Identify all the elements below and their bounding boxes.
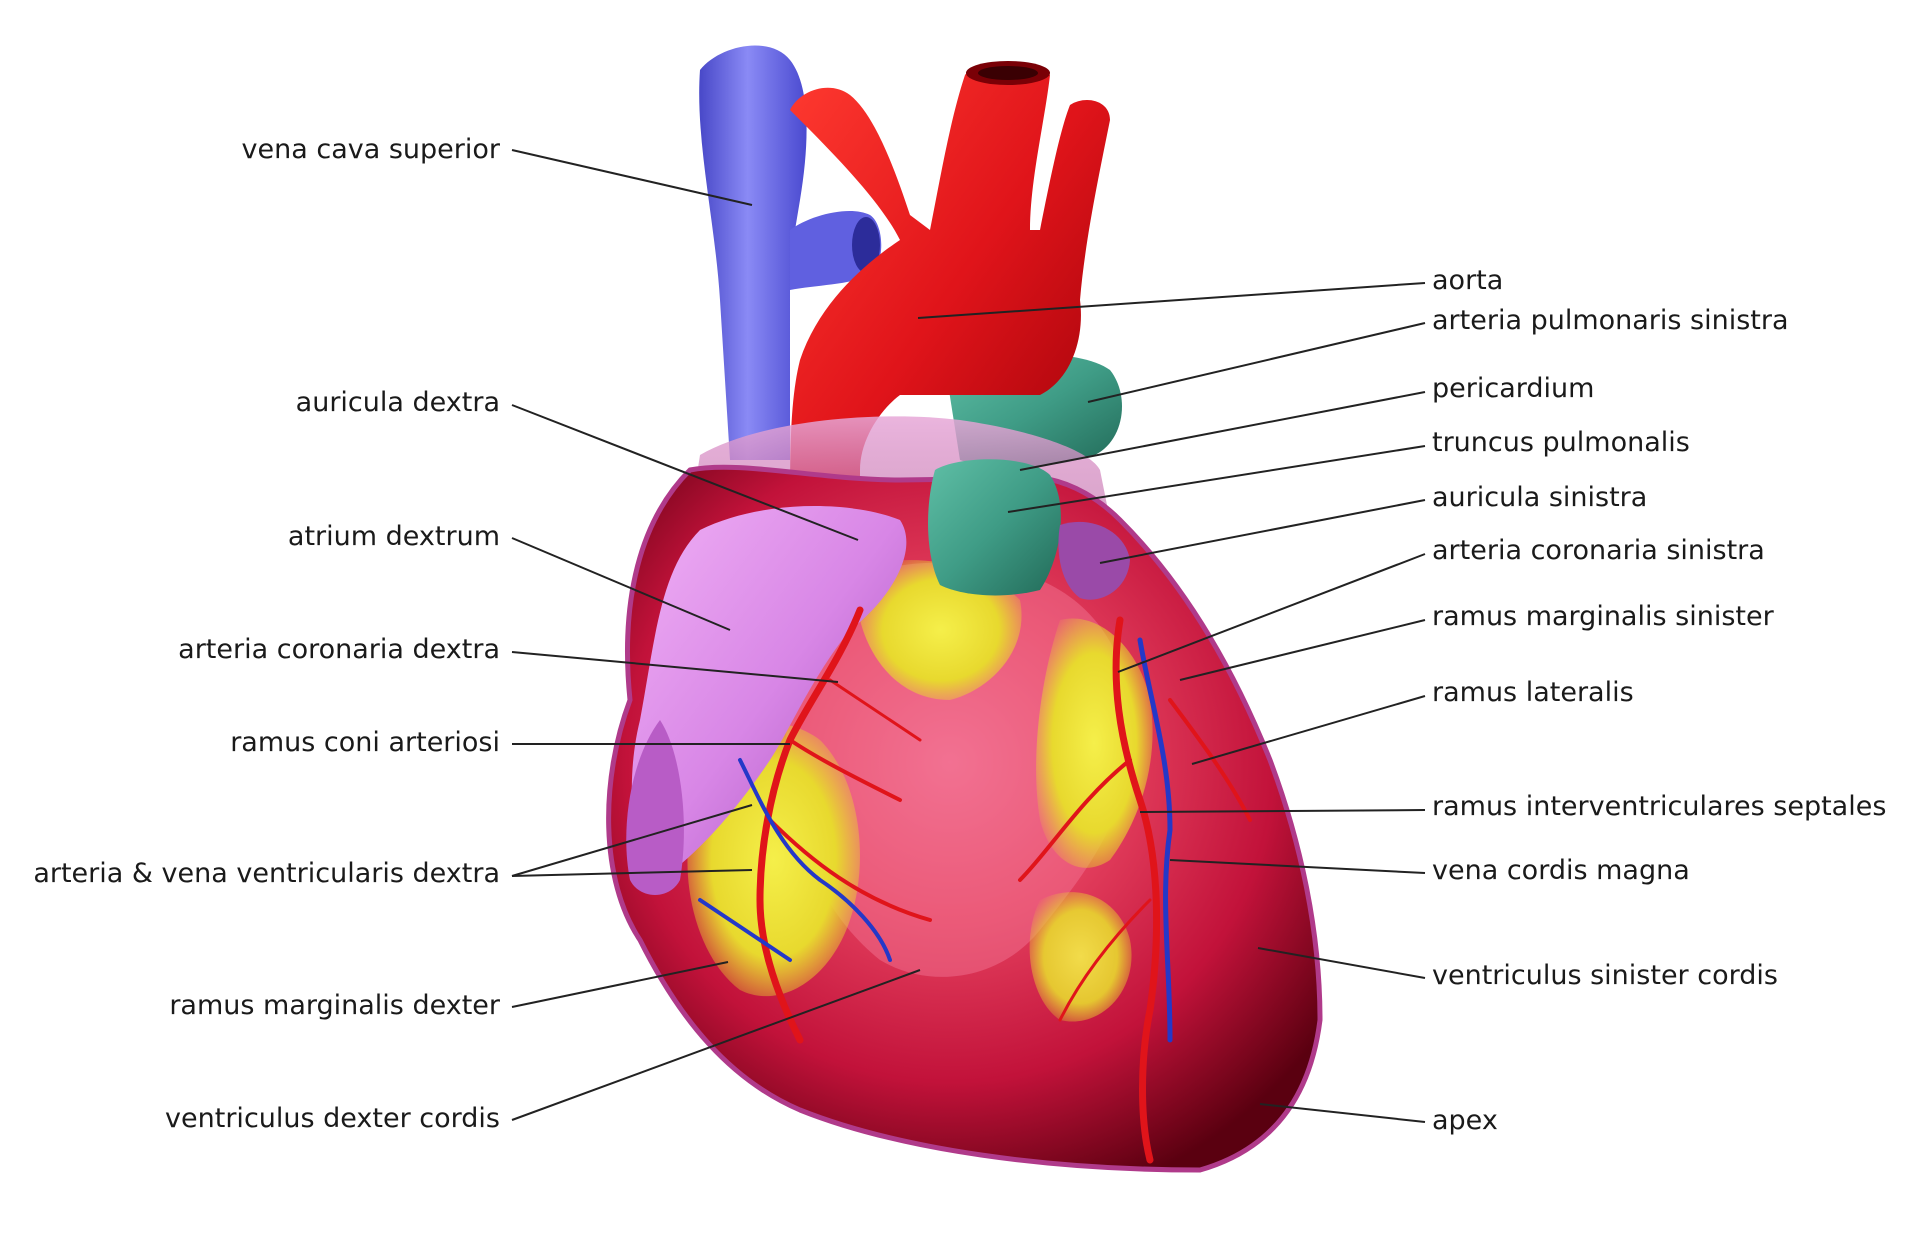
label-arteria-coronaria-dextra: arteria coronaria dextra (178, 634, 500, 665)
leader-line-ventriculus-dexter-cordis (511, 969, 921, 1121)
leader-line-arteria-vena-ventricularis-dextra-b (511, 869, 753, 877)
label-arteria-pulmonaris-sinistra: arteria pulmonaris sinistra (1432, 305, 1789, 336)
leader-line-ventriculus-sinister-cordis (1257, 947, 1426, 979)
label-ventriculus-dexter-cordis: ventriculus dexter cordis (165, 1103, 500, 1134)
leader-line-apex (1259, 1103, 1426, 1123)
leader-line-arteria-coronaria-dextra (511, 651, 839, 683)
label-ramus-marginalis-dexter: ramus marginalis dexter (169, 990, 500, 1021)
leader-line-vena-cava-superior (511, 149, 753, 206)
label-auricula-dextra: auricula dextra (295, 387, 500, 418)
leader-line-ramus-interventriculares-septales (1139, 809, 1426, 813)
label-truncus-pulmonalis: truncus pulmonalis (1432, 427, 1690, 458)
label-ramus-marginalis-sinister: ramus marginalis sinister (1432, 601, 1774, 632)
label-apex: apex (1432, 1105, 1498, 1136)
label-aorta: aorta (1432, 265, 1504, 296)
label-arteria-vena-ventricularis-dextra: arteria & vena ventricularis dextra (33, 858, 500, 889)
leader-line-aorta (917, 282, 1426, 319)
label-ramus-coni-arteriosi: ramus coni arteriosi (230, 727, 500, 758)
leader-line-atrium-dextrum (511, 537, 731, 631)
label-pericardium: pericardium (1432, 373, 1595, 404)
pericardium-shape (690, 416, 1110, 520)
atrium-dextrum-shape (626, 506, 907, 895)
label-auricula-sinistra: auricula sinistra (1432, 482, 1648, 513)
coronary-vessels (698, 606, 1252, 1164)
leader-line-arteria-vena-ventricularis-dextra-a (511, 804, 753, 877)
auricula-sinistra-shape (1058, 521, 1130, 600)
leader-line-arteria-coronaria-sinistra (1117, 553, 1426, 673)
leader-line-auricula-sinistra (1099, 499, 1426, 564)
vena-cava-superior-shape (699, 45, 882, 460)
label-ventriculus-sinister-cordis: ventriculus sinister cordis (1432, 960, 1778, 991)
label-arteria-coronaria-sinistra: arteria coronaria sinistra (1432, 535, 1765, 566)
aorta-shape (790, 61, 1110, 520)
label-vena-cava-superior: vena cava superior (241, 134, 500, 165)
leader-line-pericardium (1019, 391, 1426, 471)
leader-line-ramus-marginalis-dexter (511, 961, 729, 1008)
leader-line-auricula-dextra (511, 404, 859, 541)
truncus-pulmonalis-shape (928, 459, 1061, 596)
leader-line-ramus-marginalis-sinister (1179, 619, 1426, 681)
leader-line-truncus-pulmonalis (1007, 445, 1426, 513)
leader-line-vena-cordis-magna (1169, 859, 1426, 874)
leader-line-arteria-pulmonaris-sinistra (1087, 322, 1426, 403)
leader-line-ramus-lateralis (1191, 695, 1426, 765)
label-atrium-dextrum: atrium dextrum (287, 521, 500, 552)
label-vena-cordis-magna: vena cordis magna (1432, 855, 1690, 886)
label-ramus-lateralis: ramus lateralis (1432, 677, 1634, 708)
label-ramus-interventriculares-septales: ramus interventriculares septales (1432, 791, 1887, 822)
